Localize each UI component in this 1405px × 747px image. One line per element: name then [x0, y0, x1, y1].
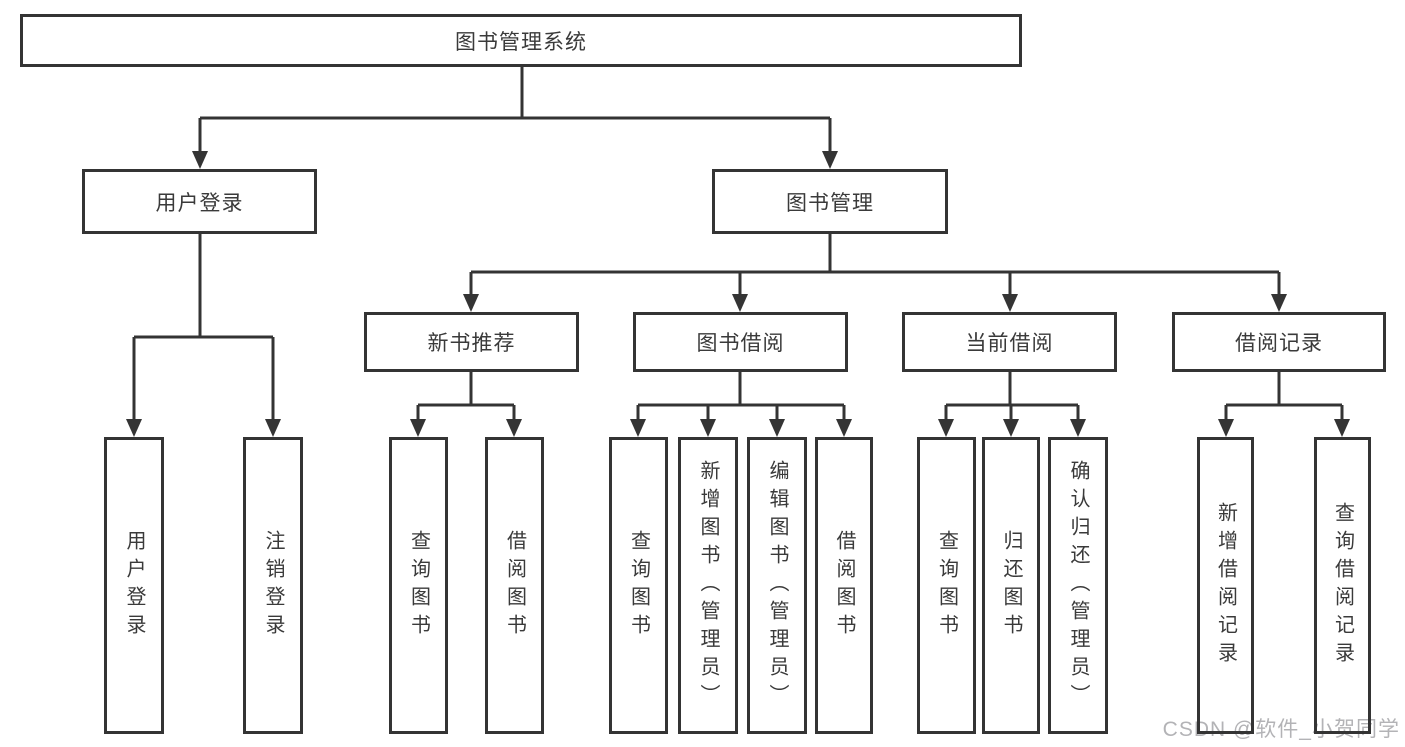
leaf-node-label: 借阅图书 — [503, 529, 526, 642]
leaf-node-add-books-admin: 新增图书︵管理员︶ — [678, 437, 738, 734]
node-borrow-records-label: 借阅记录 — [1235, 332, 1323, 355]
leaf-node-query-books-1: 查询图书 — [389, 437, 448, 734]
node-user-login: 用户登录 — [82, 169, 317, 234]
node-book-borrowing: 图书借阅 — [633, 312, 848, 372]
leaf-node-label: 查询图书 — [407, 529, 430, 642]
leaf-node-logout: 注销登录 — [243, 437, 303, 734]
leaf-node-label: 确认归还︵管理员︶ — [1067, 459, 1089, 712]
leaf-node-label: 新增图书︵管理员︶ — [697, 459, 719, 712]
leaf-node-label: 借阅图书 — [833, 529, 855, 642]
node-new-book-recommend-label: 新书推荐 — [427, 332, 516, 355]
node-current-borrowing: 当前借阅 — [902, 312, 1117, 372]
leaf-node-borrow-books-1: 借阅图书 — [485, 437, 544, 734]
node-book-management: 图书管理 — [712, 169, 948, 234]
leaf-node-query-borrow-record: 查询借阅记录 — [1314, 437, 1371, 734]
leaf-node-label: 编辑图书︵管理员︶ — [766, 459, 788, 712]
leaf-node-label: 查询图书 — [627, 529, 650, 642]
node-borrow-records: 借阅记录 — [1172, 312, 1386, 372]
leaf-node-borrow-books-2: 借阅图书 — [815, 437, 873, 734]
leaf-node-user-login: 用户登录 — [104, 437, 164, 734]
leaf-node-label: 归还图书 — [1000, 529, 1022, 642]
node-new-book-recommend: 新书推荐 — [364, 312, 579, 372]
root-node: 图书管理系统 — [20, 14, 1022, 67]
leaf-node-query-books-2: 查询图书 — [609, 437, 668, 734]
leaf-node-label: 查询图书 — [935, 529, 958, 642]
watermark: CSDN @软件_小贺同学 — [1162, 718, 1400, 741]
leaf-node-edit-books-admin: 编辑图书︵管理员︶ — [747, 437, 807, 734]
node-current-borrowing-label: 当前借阅 — [965, 332, 1054, 355]
leaf-node-return-books: 归还图书 — [982, 437, 1040, 734]
node-user-login-label: 用户登录 — [155, 191, 244, 215]
leaf-node-add-borrow-record: 新增借阅记录 — [1197, 437, 1254, 734]
leaf-node-label: 新增借阅记录 — [1214, 501, 1237, 670]
node-book-management-label: 图书管理 — [786, 191, 874, 215]
leaf-node-label: 用户登录 — [123, 529, 145, 642]
node-book-borrowing-label: 图书借阅 — [696, 332, 785, 355]
leaf-node-label: 查询借阅记录 — [1331, 501, 1354, 670]
leaf-node-label: 注销登录 — [262, 529, 284, 642]
root-node-label: 图书管理系统 — [455, 30, 587, 54]
leaf-node-confirm-return-admin: 确认归还︵管理员︶ — [1048, 437, 1108, 734]
leaf-node-query-books-3: 查询图书 — [917, 437, 976, 734]
